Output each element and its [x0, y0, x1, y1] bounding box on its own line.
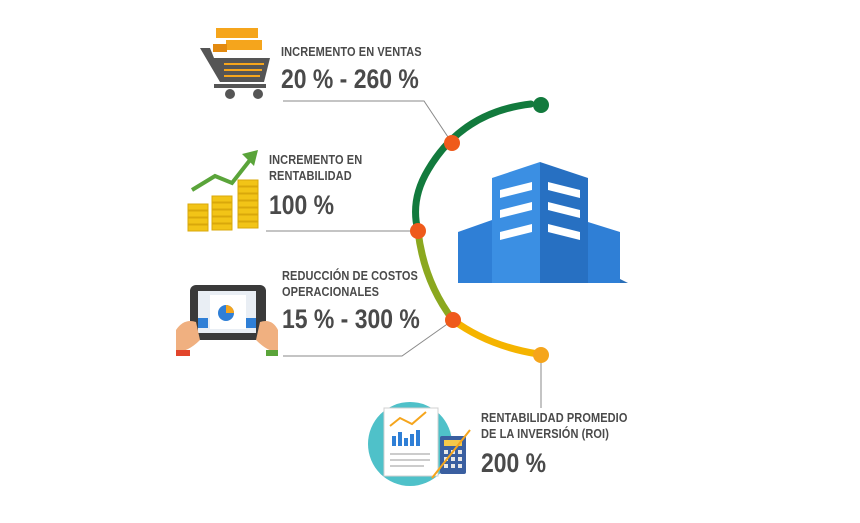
arc-dot-3 — [445, 312, 461, 328]
item-profitability: INCREMENTO EN RENTABILIDAD 100 % — [269, 152, 375, 220]
item-title-line-2: RENTABILIDAD — [269, 169, 352, 183]
item-title-line-2: DE LA INVERSIÓN (ROI) — [481, 427, 609, 441]
item-title-line-1: REDUCCIÓN DE COSTOS — [282, 269, 418, 283]
item-value: 20 % - 260 % — [281, 64, 419, 94]
item-value: 100 % — [269, 190, 335, 220]
item-title: INCREMENTO EN VENTAS — [281, 45, 422, 59]
arc-segment-yellow — [449, 316, 542, 358]
item-title-line-1: INCREMENTO EN — [269, 153, 363, 167]
growth-coins-icon — [187, 150, 259, 232]
arc-dot-1 — [444, 135, 460, 151]
arc-dot-4 — [533, 347, 549, 363]
item-title-line-2: OPERACIONALES — [282, 285, 380, 299]
connector-lines — [266, 100, 542, 408]
item-value: 15 % - 300 % — [282, 304, 420, 334]
item-title-line-1: RENTABILIDAD PROMEDIO — [481, 411, 628, 425]
item-sales: INCREMENTO EN VENTAS 20 % - 260 % — [281, 44, 443, 94]
item-cost-reduction: REDUCCIÓN DE COSTOS OPERACIONALES 15 % -… — [282, 268, 444, 334]
arc-dot-2 — [410, 223, 426, 239]
arc-end-dot — [533, 97, 549, 113]
arc-segment-olive — [414, 227, 457, 324]
report-calculator-icon — [368, 402, 471, 486]
office-building-icon — [458, 162, 628, 283]
item-value: 200 % — [481, 448, 547, 478]
tablet-chart-icon — [176, 285, 278, 356]
item-roi: RENTABILIDAD PROMEDIO DE LA INVERSIÓN (R… — [481, 410, 647, 478]
arc-segment-green — [412, 100, 535, 235]
shopping-cart-icon — [200, 28, 270, 99]
timeline-arc — [412, 100, 542, 358]
